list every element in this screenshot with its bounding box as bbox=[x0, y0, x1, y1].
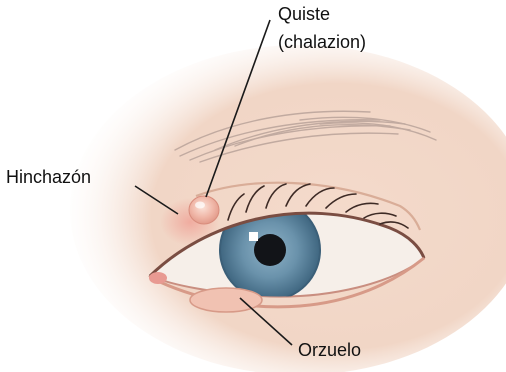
pupil bbox=[254, 234, 286, 266]
cyst-highlight bbox=[195, 202, 205, 209]
inner-corner bbox=[149, 272, 167, 284]
cyst-label-line1: Quiste bbox=[278, 4, 330, 24]
eye-highlight bbox=[249, 232, 258, 241]
swelling-label: Hinchazón bbox=[6, 167, 91, 187]
chalazion-cyst bbox=[189, 196, 219, 224]
stye-label: Orzuelo bbox=[298, 340, 361, 360]
cyst-label-line2: (chalazion) bbox=[278, 32, 366, 52]
skin-area bbox=[70, 45, 506, 372]
